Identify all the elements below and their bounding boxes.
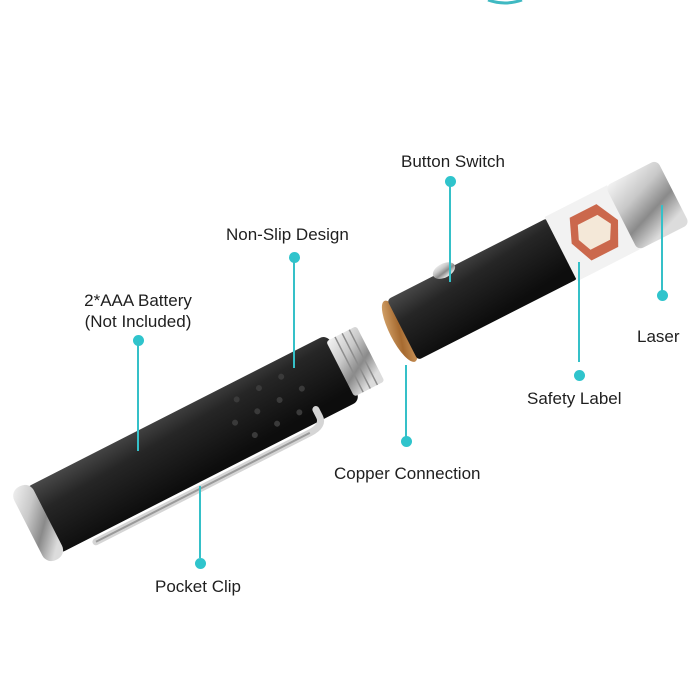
callout-dot <box>445 176 456 187</box>
callout-line <box>137 341 139 451</box>
callout-battery: 2*AAA Battery (Not Included) <box>78 290 198 332</box>
callout-copper-connection: Copper Connection <box>334 464 481 483</box>
battery-line1: 2*AAA Battery <box>84 291 192 310</box>
callout-pocket-clip: Pocket Clip <box>155 577 241 596</box>
callout-non-slip-design: Non-Slip Design <box>226 225 349 244</box>
callout-dot <box>574 370 585 381</box>
callout-dot <box>657 290 668 301</box>
callout-dot <box>133 335 144 346</box>
copper-ring <box>381 300 418 362</box>
callout-line <box>293 258 295 368</box>
callout-button-switch: Button Switch <box>401 152 505 171</box>
laser-head-tube <box>381 161 688 362</box>
callout-dot <box>195 558 206 569</box>
callout-dot <box>401 436 412 447</box>
battery-tube <box>13 327 384 562</box>
callout-dot <box>289 252 300 263</box>
battery-line2: (Not Included) <box>84 312 192 331</box>
pocket-clip <box>92 406 325 546</box>
callout-line <box>199 486 201 558</box>
callout-line <box>578 262 580 362</box>
decorative-arc <box>487 0 523 5</box>
thread-connector <box>327 327 384 396</box>
end-cap <box>13 484 64 562</box>
callout-line <box>405 365 407 437</box>
callout-safety-label: Safety Label <box>527 389 622 408</box>
laser-tip <box>607 161 688 249</box>
callout-laser: Laser <box>637 327 680 346</box>
callout-line <box>449 182 451 282</box>
callout-line <box>661 205 663 293</box>
